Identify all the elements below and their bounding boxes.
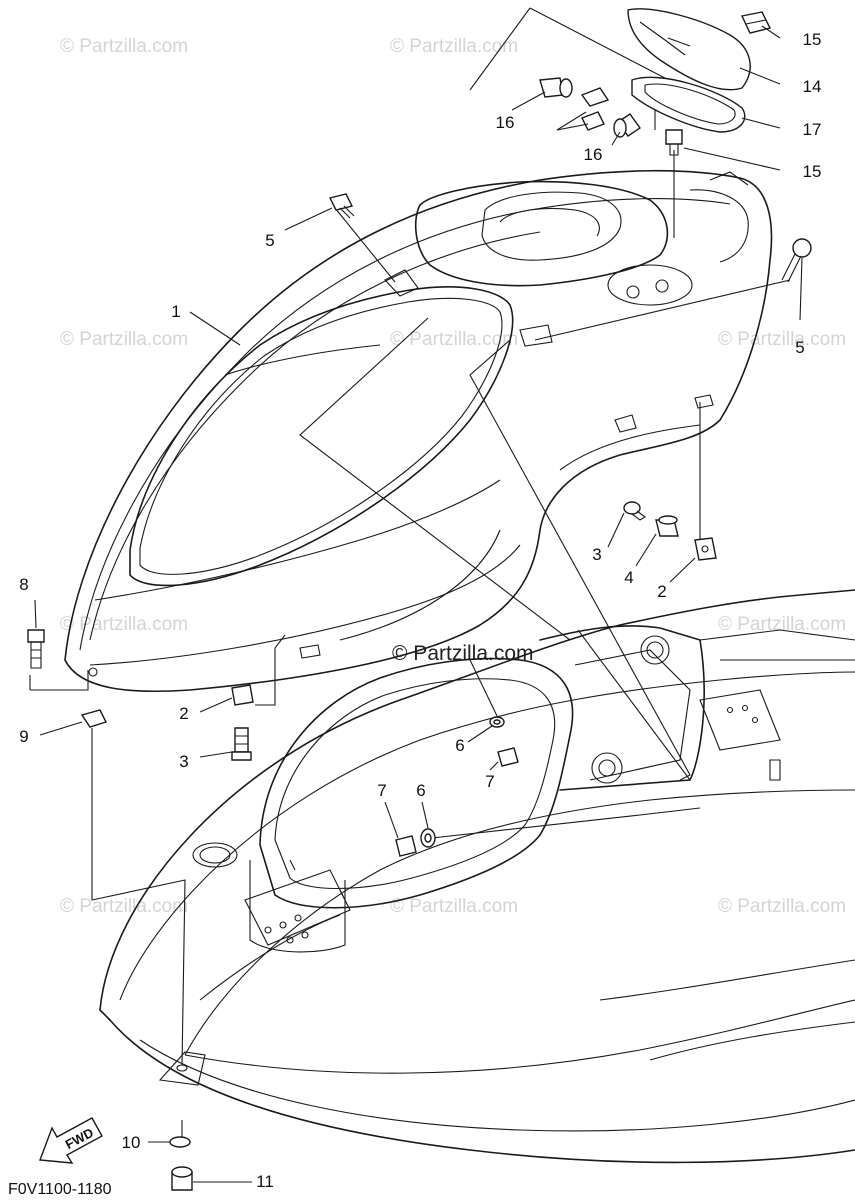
bolt-part	[328, 193, 354, 211]
latch-plate-part	[580, 87, 610, 107]
callout-10: 10	[122, 1133, 141, 1152]
watermark: © Partzilla.com	[60, 896, 188, 917]
callout-4: 4	[624, 568, 633, 587]
forward-arrow: FWD	[39, 1117, 103, 1164]
callout-7: 7	[485, 772, 494, 791]
callout-2: 2	[657, 582, 666, 601]
callout-12: 14	[803, 77, 822, 96]
watermark: © Partzilla.com	[60, 614, 188, 635]
screw-part	[623, 501, 641, 515]
watermark: © Partzilla.com	[718, 614, 846, 635]
gasket-part	[631, 76, 746, 133]
screw-part	[234, 727, 249, 753]
latch-plate-part	[581, 111, 605, 131]
center-watermark: © Partzilla.com	[392, 642, 534, 665]
drawing-code: F0V1100-1180	[8, 1181, 112, 1198]
bolt-part	[792, 238, 812, 258]
callout-9: 9	[19, 727, 28, 746]
washer-part	[169, 1136, 191, 1148]
callout-7-b: 7	[377, 781, 386, 800]
watermark: © Partzilla.com	[60, 329, 188, 350]
callout-5-b: 5	[795, 338, 804, 357]
callout-numbers: 15 14 17 15 16 16 5 5 1 3 4 2 8 2 9 3 6 …	[19, 30, 821, 1191]
callout-14: 15	[803, 162, 822, 181]
callout-5: 5	[265, 231, 274, 250]
callout-15-b: 16	[584, 145, 603, 164]
bracket-part	[694, 537, 717, 561]
callout-leaders	[34, 25, 803, 1183]
bolt-part	[27, 629, 45, 643]
callout-3: 3	[592, 545, 601, 564]
hood-cover	[64, 169, 773, 693]
watermarks: © Partzilla.com © Partzilla.com © Partzi…	[60, 36, 846, 917]
callout-17: 17	[803, 120, 822, 139]
watermark: © Partzilla.com	[390, 896, 518, 917]
nut-part	[80, 709, 107, 728]
callout-6: 6	[455, 736, 464, 755]
watermark: © Partzilla.com	[60, 36, 188, 57]
callout-13: 15	[803, 30, 822, 49]
callout-6-b: 6	[416, 781, 425, 800]
callout-8: 8	[19, 575, 28, 594]
watermark: © Partzilla.com	[390, 36, 518, 57]
nut-part	[395, 835, 417, 857]
storage-cover-part	[627, 8, 751, 91]
callout-2-b: 2	[179, 704, 188, 723]
callout-1: 1	[171, 302, 180, 321]
watermark: © Partzilla.com	[390, 329, 518, 350]
bracket-part	[231, 684, 254, 706]
assembly-lines	[29, 7, 791, 1140]
callout-11: 11	[256, 1172, 274, 1191]
callout-3-b: 3	[179, 752, 188, 771]
watermark: © Partzilla.com	[718, 329, 846, 350]
nut-part	[497, 747, 519, 767]
watermark: © Partzilla.com	[718, 896, 846, 917]
screw-part	[665, 129, 683, 145]
callout-15: 16	[496, 113, 515, 132]
hardware-parts	[27, 8, 812, 1191]
